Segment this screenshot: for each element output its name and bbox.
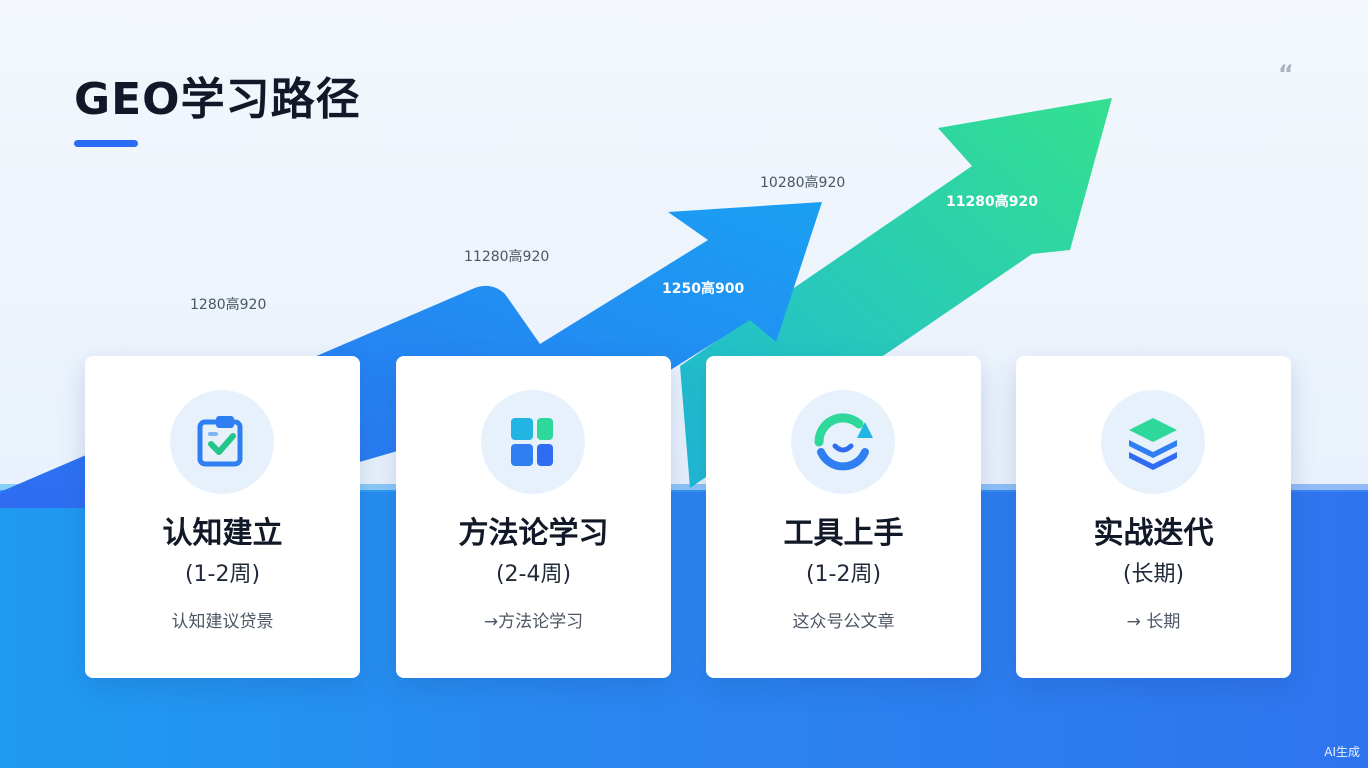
gauge-icon <box>814 413 873 471</box>
step-card-1[interactable]: 认知建立 (1-2周) 认知建议贷景 <box>85 356 360 678</box>
quote-icon: “ <box>1278 60 1294 88</box>
arrow-label-green: 11280高920 <box>946 194 1038 210</box>
title-underline <box>74 140 138 147</box>
step-duration: (1-2周) <box>184 562 261 587</box>
step-duration: (长期) <box>1122 562 1185 587</box>
step-description: 认知建议贷景 <box>171 612 274 632</box>
step-description: →方法论学习 <box>483 612 584 632</box>
progress-label-2: 11280高920 <box>464 249 550 265</box>
arrow-label-blue: 1250高900 <box>662 281 745 297</box>
step-description: 这众号公文章 <box>792 612 895 632</box>
progress-label-3: 10280高920 <box>760 175 846 191</box>
background-band-highlight <box>0 484 1368 492</box>
step-title: 方法论学习 <box>458 516 609 551</box>
step-icon-circle <box>1101 390 1205 494</box>
step-card-3[interactable]: 工具上手 (1-2周) 这众号公文章 <box>706 356 981 678</box>
step-icon-circle <box>481 390 585 494</box>
step-title: 实战迭代 <box>1093 516 1214 551</box>
blocks-icon <box>511 418 553 466</box>
checklist-icon <box>197 416 243 467</box>
step-title: 认知建立 <box>162 516 283 551</box>
step-card-4[interactable]: 实战迭代 (长期) → 长期 <box>1016 356 1291 678</box>
layers-icon <box>1129 418 1177 470</box>
step-description: → 长期 <box>1126 612 1181 632</box>
step-icon-circle <box>170 390 274 494</box>
step-duration: (2-4周) <box>495 562 572 587</box>
ai-generated-badge: AI生成 <box>1324 745 1360 759</box>
step-duration: (1-2周) <box>805 562 882 587</box>
step-icon-circle <box>791 390 895 494</box>
step-title: 工具上手 <box>783 516 904 551</box>
step-card-2[interactable]: 方法论学习 (2-4周) →方法论学习 <box>396 356 671 678</box>
page-title: GEO学习路径 <box>74 74 361 125</box>
progress-label-1: 1280高920 <box>190 297 267 313</box>
